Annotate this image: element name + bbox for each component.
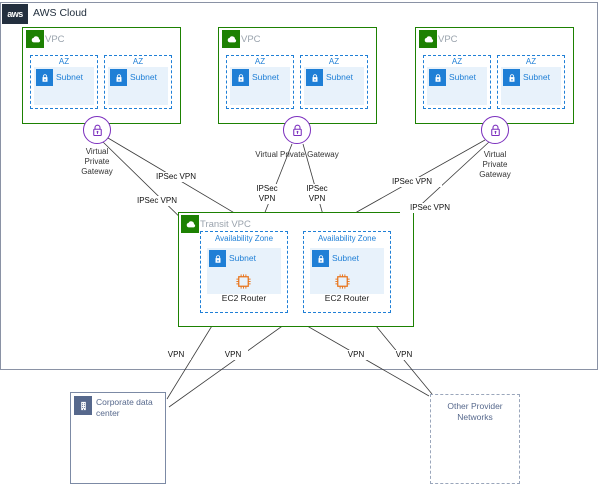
vpc-2-subnet-1-label: Subnet	[252, 72, 279, 82]
other-provider-networks-label: Other Provider Networks	[447, 401, 503, 422]
ipsec-vpn-label-center-left: IPSec VPN	[248, 184, 286, 204]
subnet-lock-icon	[503, 69, 520, 86]
aws-logo-icon: aws	[2, 4, 28, 24]
subnet-lock-icon	[209, 250, 226, 267]
vpc-3-label: VPC	[438, 34, 458, 45]
subnet-lock-icon	[429, 69, 446, 86]
vpc-3-virtual-private-gateway-icon	[481, 116, 509, 144]
ipsec-vpn-label-left-lower: IPSec VPN	[127, 196, 187, 206]
corporate-data-center-label: Corporate data center	[96, 397, 153, 418]
vpc-2-label: VPC	[241, 34, 261, 45]
transit-subnet-1-label: Subnet	[229, 253, 256, 263]
subnet-lock-icon	[306, 69, 323, 86]
aws-cloud-label: AWS Cloud	[33, 7, 87, 19]
vpn-label-2: VPN	[218, 350, 248, 360]
transit-az-1-label: Availability Zone	[214, 234, 274, 243]
vpc-1-virtual-private-gateway-icon	[83, 116, 111, 144]
transit-az-2-label: Availability Zone	[317, 234, 377, 243]
datacenter-building-icon	[74, 396, 92, 415]
vpc-cloud-icon	[181, 215, 199, 233]
subnet-lock-icon	[110, 69, 127, 86]
vpc-2-az-2-label: AZ	[328, 57, 340, 66]
ec2-instance-icon	[333, 272, 352, 291]
vpc-2-gateway-label: Virtual Private Gateway	[255, 150, 339, 159]
subnet-lock-icon	[312, 250, 329, 267]
vpc-cloud-icon	[222, 30, 240, 48]
vpn-label-1: VPN	[161, 350, 191, 360]
vpc-1-az-1-label: AZ	[58, 57, 70, 66]
vpc-cloud-icon	[26, 30, 44, 48]
vpc-3-gateway-label: Virtual Private Gateway	[479, 150, 511, 179]
vpc-3-subnet-2-label: Subnet	[523, 72, 550, 82]
transit-vpc-label: Transit VPC	[200, 219, 251, 230]
vpn-label-3: VPN	[341, 350, 371, 360]
vpc-3-az-1-label: AZ	[451, 57, 463, 66]
vpn-label-4: VPN	[389, 350, 419, 360]
transit-subnet-2-label: Subnet	[332, 253, 359, 263]
vpc-2-virtual-private-gateway-icon	[283, 116, 311, 144]
vpc-1-label: VPC	[45, 34, 65, 45]
aws-logo-text: aws	[7, 8, 23, 19]
subnet-lock-icon	[232, 69, 249, 86]
subnet-lock-icon	[36, 69, 53, 86]
vpc-3-subnet-1-label: Subnet	[449, 72, 476, 82]
ipsec-vpn-label-center-right: IPSec VPN	[298, 184, 336, 204]
vpc-3-az-2-label: AZ	[525, 57, 537, 66]
transit-instance-2-label: EC2 Router	[324, 293, 370, 303]
vpc-2-subnet-2-label: Subnet	[326, 72, 353, 82]
other-provider-networks-box: Other Provider Networks	[430, 394, 520, 484]
vpc-1-subnet-1-label: Subnet	[56, 72, 83, 82]
vpc-cloud-icon	[419, 30, 437, 48]
vpc-2-az-1-label: AZ	[254, 57, 266, 66]
ipsec-vpn-label-right-upper: IPSec VPN	[382, 177, 442, 187]
vpc-1-az-2-label: AZ	[132, 57, 144, 66]
transit-instance-1-label: EC2 Router	[221, 293, 267, 303]
vpc-1-gateway-label: Virtual Private Gateway	[81, 147, 113, 176]
vpc-1-subnet-2-label: Subnet	[130, 72, 157, 82]
corporate-data-center-box: Corporate data center	[70, 392, 166, 484]
ipsec-vpn-label-left-upper: IPSec VPN	[146, 172, 206, 182]
ec2-instance-icon	[234, 272, 253, 291]
ipsec-vpn-label-right-lower: IPSec VPN	[400, 203, 460, 213]
